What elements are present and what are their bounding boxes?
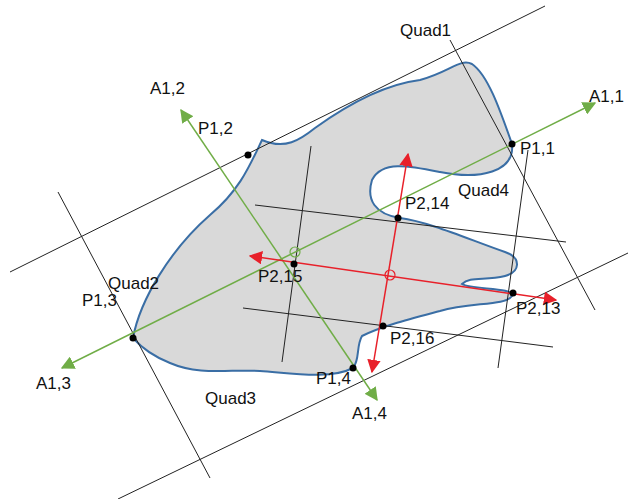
point-label: P2,15: [258, 268, 302, 285]
point-label: A1,3: [36, 375, 71, 392]
point-label: P1,3: [82, 292, 117, 309]
sub-axes: [250, 154, 556, 372]
bounding-lines: [10, 6, 628, 499]
point-label: A1,1: [589, 88, 624, 105]
main-axes: [62, 103, 595, 400]
point-label: Quad3: [205, 390, 256, 407]
center-mark: [385, 270, 395, 280]
point-label: A1,2: [150, 80, 185, 97]
center-mark: [290, 247, 300, 257]
point-label: P1,4: [316, 370, 351, 387]
point-label: P2,13: [516, 300, 560, 317]
point-label: Quad2: [108, 275, 159, 292]
point-label: Quad1: [400, 22, 451, 39]
point-label: P1,1: [520, 140, 555, 157]
point-label: Quad4: [458, 182, 509, 199]
point-label: A1,4: [352, 405, 387, 422]
point-label: P1,2: [198, 120, 233, 137]
region-outline: [133, 63, 517, 375]
point-label: P2,16: [390, 330, 434, 347]
point-label: P2,14: [405, 195, 449, 212]
points: [130, 141, 517, 372]
